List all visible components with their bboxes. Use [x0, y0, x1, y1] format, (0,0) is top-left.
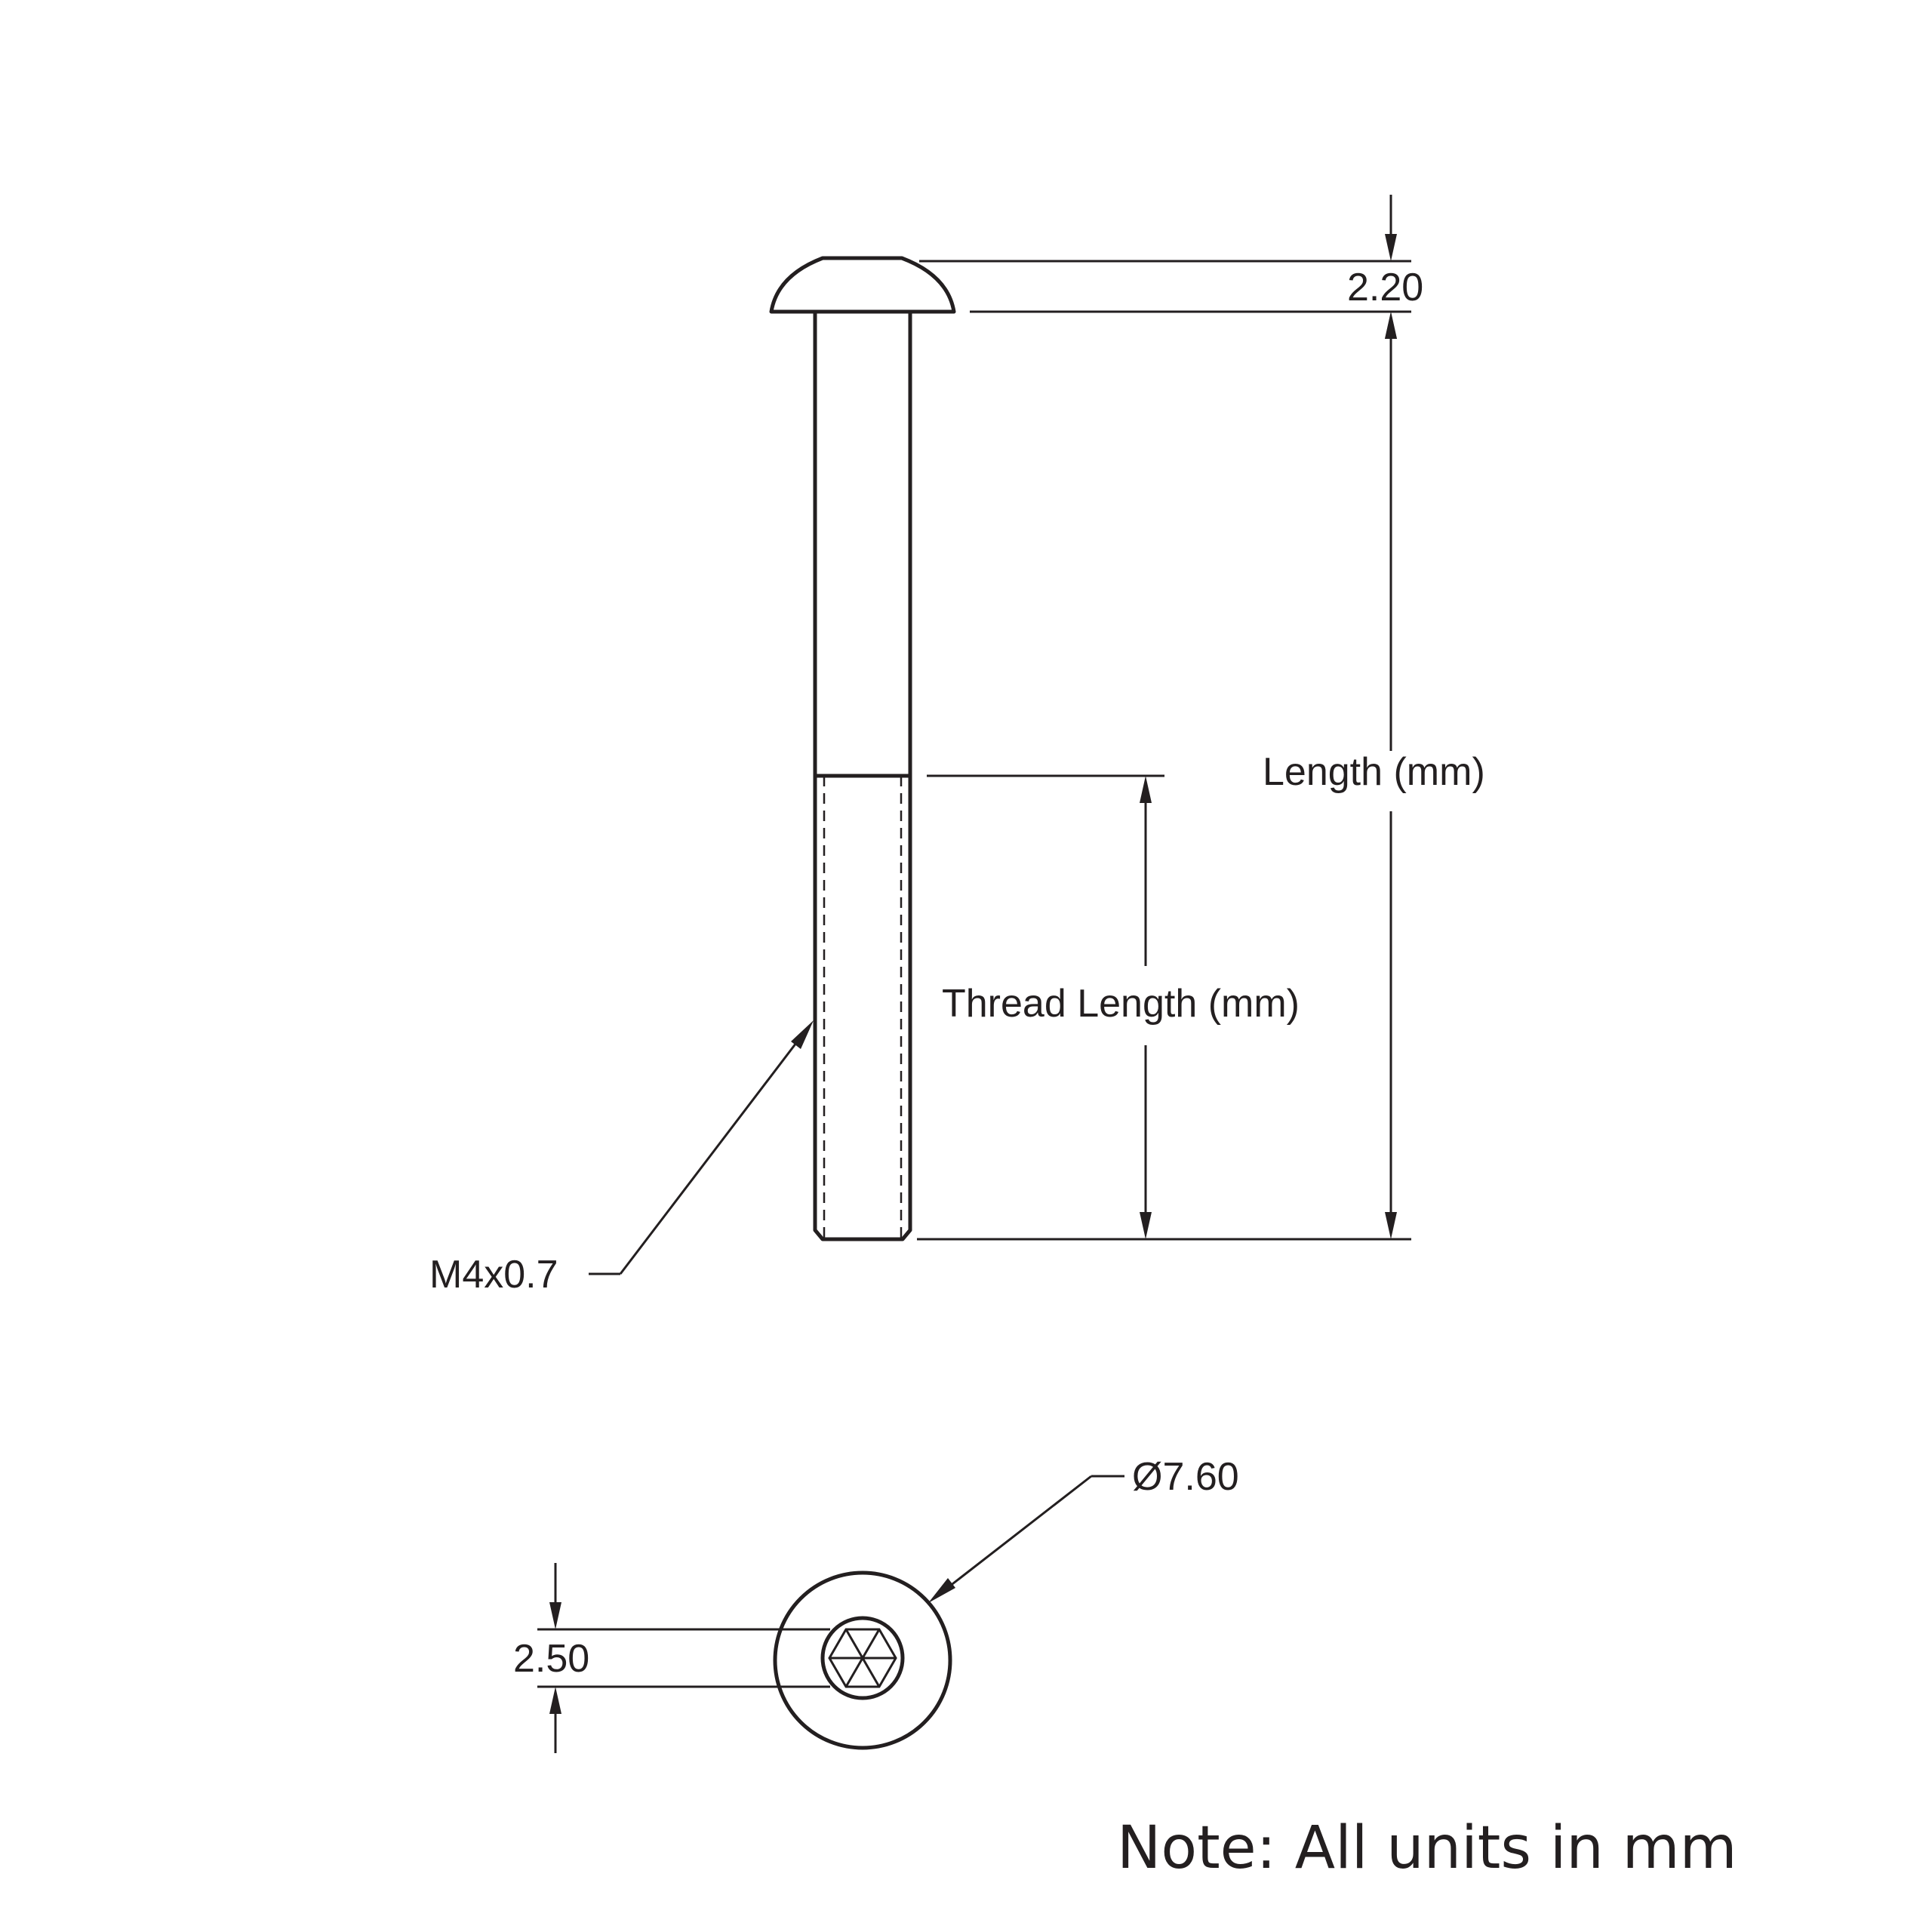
head-outline-circle	[773, 1571, 952, 1750]
head-height-dimension: 2.20	[1347, 195, 1423, 339]
thread-callout: M4x0.7	[429, 1020, 814, 1297]
screw-shank	[813, 312, 912, 1241]
units-note: Note: All units in mm	[1117, 1814, 1737, 1882]
screw-side-view	[769, 256, 956, 1241]
screw-top-view	[773, 1571, 952, 1750]
head-diameter-callout: Ø7.60	[928, 1455, 1239, 1603]
screw-head	[769, 256, 956, 314]
hex-size-dimension: 2.50	[513, 1563, 830, 1753]
head-height-label: 2.20	[1347, 266, 1423, 309]
length-dimension: Length (mm)	[1263, 312, 1485, 1239]
thread-spec-label: M4x0.7	[429, 1253, 558, 1297]
head-diameter-label: Ø7.60	[1132, 1455, 1239, 1499]
thread-length-dimension: Thread Length (mm)	[942, 776, 1300, 1239]
hex-size-label: 2.50	[513, 1637, 589, 1681]
thread-length-label: Thread Length (mm)	[942, 982, 1300, 1026]
hex-socket-circle	[820, 1616, 905, 1700]
length-label: Length (mm)	[1263, 750, 1485, 794]
